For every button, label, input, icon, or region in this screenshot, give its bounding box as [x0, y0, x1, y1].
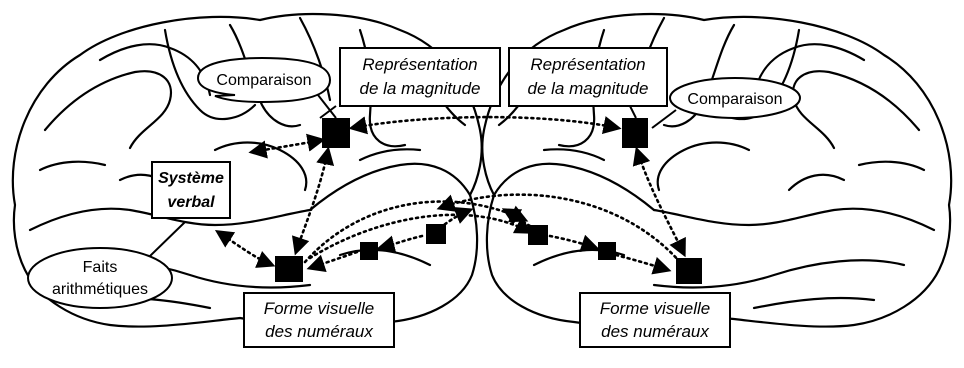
comparison-left-text: Comparaison	[216, 72, 311, 89]
arrow-magnitude-link	[348, 115, 622, 135]
arrow-right-magnitude-visual	[632, 146, 686, 258]
node-left-magnitude	[322, 118, 350, 148]
label-magnitude-left: Représentation de la magnitude	[339, 47, 501, 107]
node-right-inner-a	[528, 225, 548, 245]
comparison-right-text: Comparaison	[687, 91, 782, 108]
label-comparison-left: Comparaison	[196, 56, 337, 119]
visual-form-right-line1: Forme visuelle	[600, 299, 711, 318]
node-right-inner-b	[598, 242, 616, 260]
magnitude-left-line2: de la magnitude	[360, 79, 481, 98]
label-magnitude-right: Représentation de la magnitude	[508, 47, 668, 107]
node-left-inner-b	[360, 242, 378, 260]
label-comparison-right: Comparaison	[651, 77, 801, 129]
connections	[214, 115, 686, 275]
arrow-verbal-visual	[214, 230, 276, 268]
label-visual-form-right: Forme visuelle des numéraux	[579, 292, 731, 348]
arrow-right-inner-1	[548, 234, 600, 253]
arithmetic-facts-line2: arithmétiques	[52, 281, 148, 298]
magnitude-right-line2: de la magnitude	[528, 79, 649, 98]
arrow-right-inner-2	[614, 253, 672, 275]
visual-form-left-line2: des numéraux	[265, 322, 373, 341]
arrow-left-visual-to-right	[303, 200, 529, 264]
label-arithmetic-facts: Faits arithmétiques	[27, 221, 186, 309]
nodes	[275, 118, 702, 284]
magnitude-right-line1: Représentation	[530, 55, 645, 74]
arrow-left-magnitude-verbal	[248, 133, 326, 159]
label-verbal-system: Système verbal	[151, 161, 231, 219]
verbal-system-line1: Système	[158, 170, 224, 187]
arrow-left-magnitude-visual	[291, 146, 335, 256]
arrow-left-inner-2	[306, 250, 359, 273]
node-left-visual	[275, 256, 303, 282]
verbal-system-line2: verbal	[167, 194, 215, 211]
visual-form-left-line1: Forme visuelle	[264, 299, 375, 318]
node-left-inner-a	[426, 224, 446, 244]
arrow-right-inner-3	[501, 208, 532, 228]
arithmetic-facts-line1: Faits	[83, 259, 118, 276]
node-right-magnitude	[622, 118, 648, 148]
arrow-right-visual-to-left	[436, 193, 682, 264]
arrow-left-inner-1	[376, 234, 424, 254]
visual-form-right-line2: des numéraux	[601, 322, 709, 341]
node-right-visual	[676, 258, 702, 284]
label-visual-form-left: Forme visuelle des numéraux	[243, 292, 395, 348]
magnitude-left-line1: Représentation	[362, 55, 477, 74]
